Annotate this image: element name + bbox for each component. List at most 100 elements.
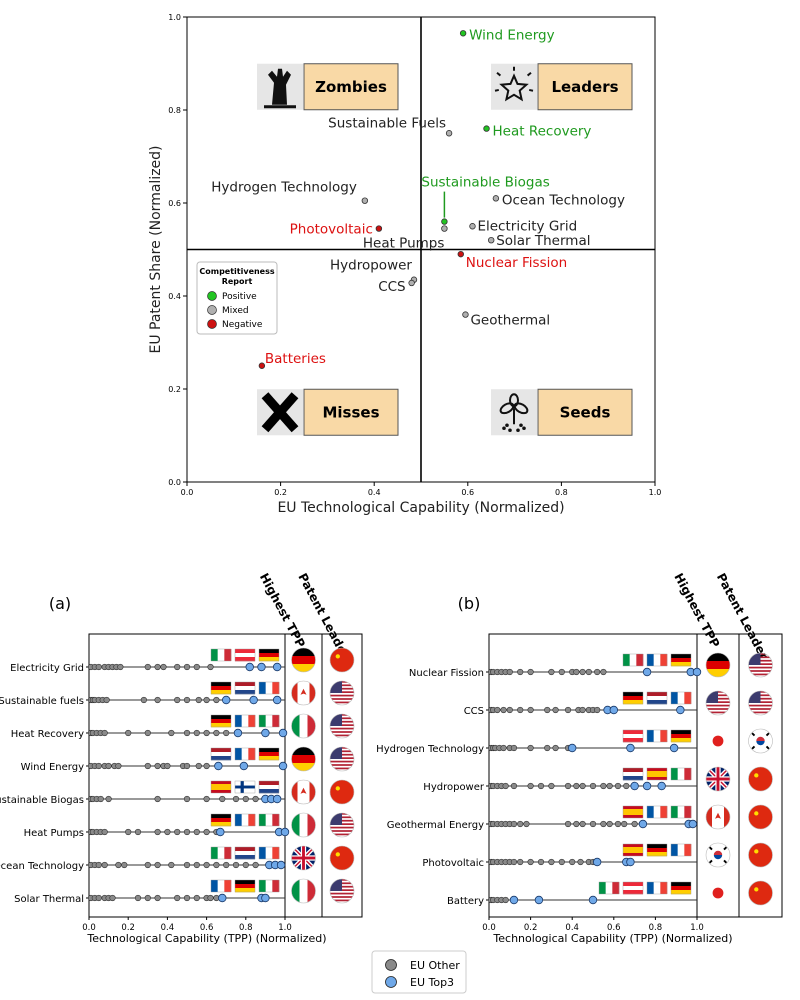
eu-other-point xyxy=(252,861,259,869)
eu-top3-point xyxy=(626,857,635,867)
eu-top3-point xyxy=(272,794,282,804)
round-flag-cn xyxy=(329,779,355,805)
flag-band xyxy=(623,768,643,773)
taegeuk-bottom xyxy=(756,741,765,746)
flag-de xyxy=(258,747,280,761)
eu-top3-point xyxy=(534,895,544,905)
eu-other-point xyxy=(174,894,181,902)
eu-other-point xyxy=(203,762,210,770)
eu-other-point xyxy=(579,706,586,714)
eu-top3-point xyxy=(261,728,270,738)
x-tick-label: 0.0 xyxy=(181,488,194,497)
flag-border xyxy=(210,813,232,827)
flag-stripe xyxy=(330,892,354,895)
quadrant-label-box xyxy=(303,388,399,436)
flag-fr xyxy=(646,881,668,895)
flag-nl xyxy=(210,747,232,761)
flag-it xyxy=(670,805,692,819)
round-flag-cn xyxy=(329,845,355,871)
flag-star xyxy=(335,852,340,857)
x-tick-label: 0.8 xyxy=(239,923,253,933)
flag-band xyxy=(623,734,643,739)
eu-top3-point xyxy=(245,662,254,672)
eu-other-point xyxy=(558,668,565,676)
eu-other-point xyxy=(183,663,191,671)
eu-top3-point xyxy=(216,827,225,837)
round-flag-cn xyxy=(748,880,773,906)
eu-other-point xyxy=(500,744,507,752)
eu-other-point xyxy=(101,828,108,836)
flag-band xyxy=(291,813,300,837)
flag-es xyxy=(622,843,644,857)
flag-band xyxy=(235,686,255,691)
star-icon xyxy=(491,63,537,110)
flag-band xyxy=(265,814,273,826)
flag-border xyxy=(210,714,232,728)
flag-band xyxy=(259,756,279,761)
flag-border xyxy=(329,713,355,739)
eu-other-point xyxy=(183,762,191,770)
flag-band xyxy=(248,748,256,760)
flag-border xyxy=(748,690,773,716)
flag-band xyxy=(653,730,661,742)
flag-band xyxy=(671,844,678,856)
flag-band xyxy=(272,682,280,694)
maple-leaf xyxy=(300,688,307,695)
soil-dot xyxy=(522,426,526,431)
leaf xyxy=(499,402,515,415)
flag-star xyxy=(754,887,759,892)
panel-label: (a) xyxy=(49,594,71,613)
eu-other-point xyxy=(573,782,580,790)
flag-border xyxy=(705,842,731,868)
trigram xyxy=(751,732,756,737)
flag-border xyxy=(291,647,316,673)
flag-band xyxy=(211,748,231,753)
eu-top3-point xyxy=(676,705,685,715)
flag-band xyxy=(235,690,255,695)
flag-band xyxy=(605,882,613,894)
eu-top3-point xyxy=(261,893,270,903)
flag-border xyxy=(258,714,280,728)
flag-border xyxy=(329,812,355,838)
eu-other-point xyxy=(523,820,530,828)
eu-top3-point xyxy=(278,761,288,771)
point-label-sustainable-fuels: Sustainable Fuels xyxy=(328,115,446,131)
flag-band xyxy=(623,847,643,853)
flag-band xyxy=(211,686,231,691)
eu-other-point xyxy=(579,820,586,828)
x-tick-label: 0.8 xyxy=(555,488,568,497)
quadrant-label-box xyxy=(537,63,633,111)
flag-band xyxy=(241,715,249,727)
eu-other-point xyxy=(573,668,580,676)
eu-other-point xyxy=(579,668,586,676)
eu-other-point xyxy=(232,861,240,869)
trigram xyxy=(723,846,728,851)
flag-border xyxy=(210,846,232,860)
eu-top3-point xyxy=(669,743,679,753)
quadrant-label-leaders: Leaders xyxy=(551,78,618,96)
taegeuk-bottom xyxy=(713,855,723,860)
y-tick-label: 0.0 xyxy=(168,478,181,487)
eu-other-point xyxy=(195,762,202,770)
eu-top3-point xyxy=(509,895,519,905)
flag-es xyxy=(622,805,644,819)
round-flag-kr xyxy=(748,728,773,754)
flag-band xyxy=(307,813,316,837)
flag-stripe xyxy=(748,666,773,669)
eu-other-point xyxy=(103,696,110,704)
flag-band xyxy=(211,814,231,819)
trigram xyxy=(708,846,713,851)
x-tick-label: 0.4 xyxy=(368,488,381,497)
point-hydrogen-technology xyxy=(361,197,369,204)
trigram xyxy=(708,859,713,864)
flag-border xyxy=(748,728,773,754)
flag-band xyxy=(653,882,661,894)
flag-field xyxy=(748,767,773,791)
star-ray xyxy=(494,88,500,92)
point-electricity-grid xyxy=(469,223,476,230)
flag-border xyxy=(670,729,692,743)
flag-border xyxy=(748,880,773,906)
flag-border xyxy=(234,846,256,860)
round-flag-cn xyxy=(748,804,773,830)
